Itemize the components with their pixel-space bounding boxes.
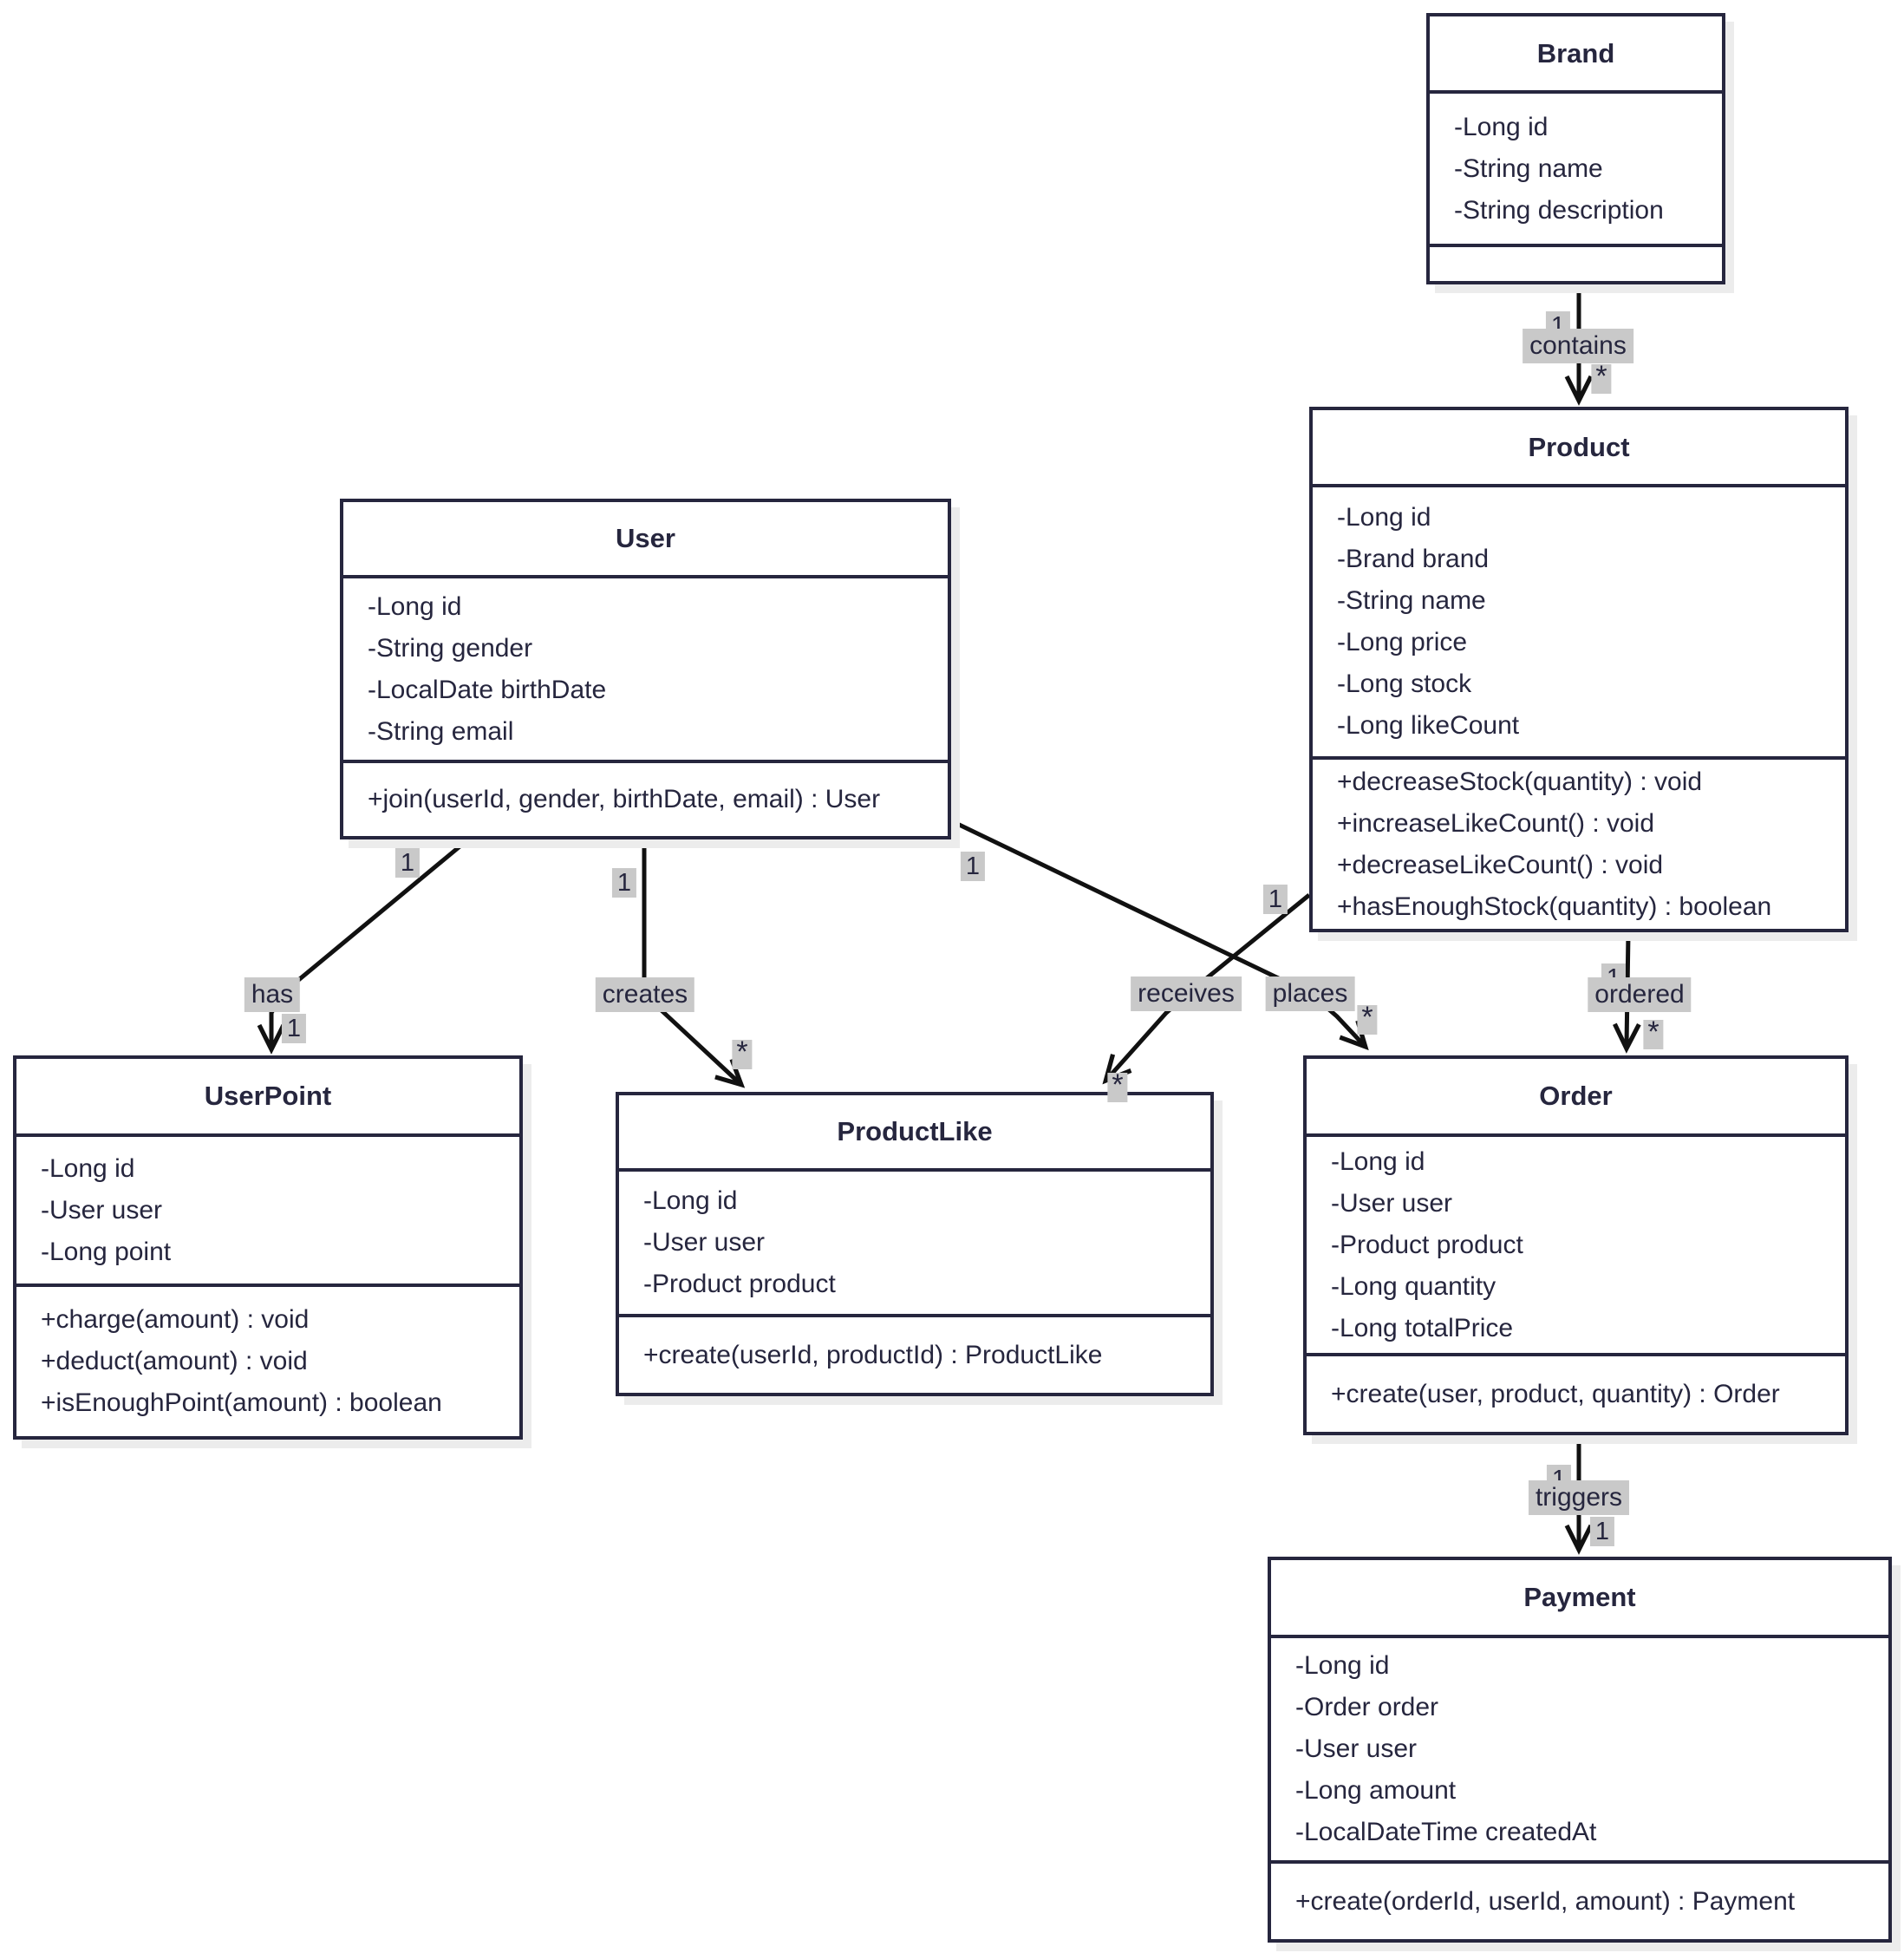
cardinality-places-from: 1 [960,852,986,881]
attribute: -Long stock [1337,670,1472,698]
class-box-userpoint: UserPoint -Long id -User user -Long poin… [13,1055,523,1440]
method: +decreaseStock(quantity) : void [1337,767,1703,796]
class-methods: +create(user, product, quantity) : Order [1307,1356,1845,1432]
method: +charge(amount) : void [41,1305,310,1334]
relationship-label-places: places [1265,976,1355,1011]
class-methods [1430,247,1722,281]
cardinality-creates-to: * [732,1037,753,1069]
method: +join(userId, gender, birthDate, email) … [368,785,881,813]
class-box-order: Order -Long id -User user -Product produ… [1303,1055,1849,1435]
class-attributes: -Long id -User user -Long point [16,1137,519,1287]
attribute: -String name [1454,153,1603,183]
attribute: -Product product [643,1270,836,1298]
method: +isEnoughPoint(amount) : boolean [41,1388,442,1417]
class-attributes: -Long id -User user -Product product -Lo… [1307,1137,1845,1356]
attribute: -Long point [41,1237,172,1266]
class-methods: +charge(amount) : void +deduct(amount) :… [16,1287,519,1436]
attribute: -Product product [1331,1230,1523,1259]
attribute: -String name [1337,586,1486,615]
relationship-label-ordered: ordered [1588,977,1692,1012]
cardinality-ordered-to: * [1643,1017,1664,1049]
attribute: -String email [368,716,514,746]
relationship-label-contains: contains [1523,329,1633,363]
relationship-label-receives: receives [1131,976,1242,1011]
method: +decreaseLikeCount() : void [1337,850,1664,879]
class-attributes: -Long id -String name -String descriptio… [1430,94,1722,247]
class-box-productlike: ProductLike -Long id -User user -Product… [616,1092,1214,1396]
cardinality-receives-to: * [1107,1070,1128,1102]
class-methods: +create(orderId, userId, amount) : Payme… [1271,1864,1888,1939]
attribute: -User user [643,1228,766,1257]
attribute: -LocalDate birthDate [368,675,607,704]
class-title: ProductLike [619,1095,1210,1172]
class-box-user: User -Long id -String gender -LocalDate … [340,499,951,839]
class-title: Brand [1430,16,1722,94]
method: +create(userId, productId) : ProductLike [643,1340,1103,1369]
class-box-product: Product -Long id -Brand brand -String na… [1309,407,1849,932]
class-box-payment: Payment -Long id -Order order -User user… [1268,1557,1892,1943]
attribute: -Long totalPrice [1331,1313,1514,1342]
attribute: -User user [1331,1188,1453,1218]
class-title: Order [1307,1059,1845,1137]
attribute: -Long id [41,1153,135,1183]
method: +deduct(amount) : void [41,1347,308,1375]
class-attributes: -Long id -Brand brand -String name -Long… [1313,487,1845,760]
attribute: -Long amount [1295,1776,1457,1805]
method: +hasEnoughStock(quantity) : boolean [1337,892,1772,921]
class-methods: +create(userId, productId) : ProductLike [619,1317,1210,1393]
cardinality-has-to: 1 [281,1014,307,1043]
attribute: -Long id [643,1186,738,1215]
method: +create(orderId, userId, amount) : Payme… [1295,1886,1796,1916]
attribute: -Long quantity [1331,1271,1496,1301]
connector-creates [642,839,746,1088]
attribute: -Long id [1337,503,1431,532]
relationship-label-has: has [244,977,301,1012]
attribute: -String description [1454,195,1664,225]
class-attributes: -Long id -Order order -User user -Long a… [1271,1638,1888,1864]
attribute: -Long id [1331,1146,1425,1176]
class-title: Product [1313,410,1845,487]
method: +increaseLikeCount() : void [1337,808,1655,838]
class-title: User [343,502,948,578]
attribute: -User user [1295,1734,1418,1763]
class-title: Payment [1271,1560,1888,1638]
relationship-label-creates: creates [595,977,695,1012]
cardinality-has-from: 1 [394,848,421,878]
attribute: -String gender [368,633,533,663]
attribute: -Long id [1295,1651,1390,1680]
class-box-brand: Brand -Long id -String name -String desc… [1426,13,1725,284]
attribute: -Brand brand [1337,545,1490,573]
class-methods: +join(userId, gender, birthDate, email) … [343,763,948,836]
cardinality-contains-to: * [1591,362,1612,394]
cardinality-receives-from: 1 [1262,885,1288,914]
attribute: -Long likeCount [1337,711,1520,740]
attribute: -LocalDateTime createdAt [1295,1818,1597,1846]
attribute: -Long id [1454,112,1549,141]
relationship-label-triggers: triggers [1528,1480,1630,1515]
cardinality-triggers-to: 1 [1589,1517,1615,1546]
class-title: UserPoint [16,1059,519,1137]
class-methods: +decreaseStock(quantity) : void +increas… [1313,760,1845,929]
attribute: -User user [41,1195,163,1225]
method: +create(user, product, quantity) : Order [1331,1379,1780,1408]
attribute: -Long id [368,591,462,621]
attribute: -Long price [1337,628,1468,656]
class-attributes: -Long id -User user -Product product [619,1172,1210,1317]
class-attributes: -Long id -String gender -LocalDate birth… [343,578,948,763]
cardinality-places-to: * [1357,1003,1378,1035]
attribute: -Order order [1295,1693,1439,1721]
cardinality-creates-from: 1 [611,868,637,898]
